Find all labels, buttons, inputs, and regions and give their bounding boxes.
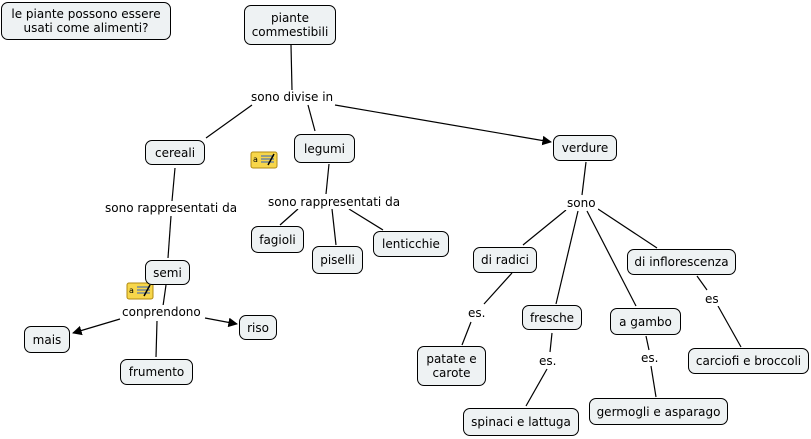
node-legumi[interactable]: legumi: [294, 134, 355, 163]
link-phrase-es: es.: [537, 354, 559, 368]
node-lenticchie[interactable]: lenticchie: [373, 231, 449, 257]
link-phrase-conprendono: conprendono: [120, 305, 203, 319]
link-phrase-sono: sono: [565, 196, 598, 210]
node-mais[interactable]: mais: [24, 326, 70, 353]
svg-text:a: a: [129, 286, 134, 295]
node-carciofi-e-broccoli[interactable]: carciofi e broccoli: [688, 348, 809, 374]
link-phrase-es: es.: [466, 306, 488, 320]
node-cereali[interactable]: cereali: [145, 140, 205, 165]
link-phrase-es: es: [703, 292, 721, 306]
svg-text:a: a: [253, 155, 258, 164]
note-icon[interactable]: a: [126, 282, 154, 300]
node-fagioli[interactable]: fagioli: [251, 226, 304, 253]
node-semi[interactable]: semi: [145, 260, 190, 285]
node-di-radici[interactable]: di radici: [473, 247, 537, 273]
node-spinaci-e-lattuga[interactable]: spinaci e lattuga: [463, 408, 579, 436]
node-fresche[interactable]: fresche: [522, 305, 582, 330]
node-riso[interactable]: riso: [239, 315, 277, 340]
link-phrase-sono-rappresentati-da: sono rappresentati da: [103, 201, 240, 215]
link-phrase-sono-divise-in: sono divise in: [249, 90, 336, 104]
node-a-gambo[interactable]: a gambo: [610, 308, 681, 335]
node-piante-commestibili[interactable]: piante commestibili: [244, 5, 336, 45]
node-verdure[interactable]: verdure: [553, 135, 617, 161]
note-icon[interactable]: a: [250, 151, 278, 169]
link-phrase-sono-rappresentati-da: sono rappresentati da: [266, 195, 403, 209]
node-question[interactable]: le piante possono essere usati come alim…: [1, 2, 171, 40]
node-di-infiorescenza[interactable]: di inflorescenza: [627, 249, 736, 275]
link-phrase-es: es.: [639, 351, 661, 365]
node-patate-e-carote[interactable]: patate e carote: [417, 346, 486, 386]
node-piselli[interactable]: piselli: [312, 246, 363, 274]
node-germogli-e-asparago[interactable]: germogli e asparago: [589, 398, 728, 425]
node-frumento[interactable]: frumento: [120, 359, 193, 385]
